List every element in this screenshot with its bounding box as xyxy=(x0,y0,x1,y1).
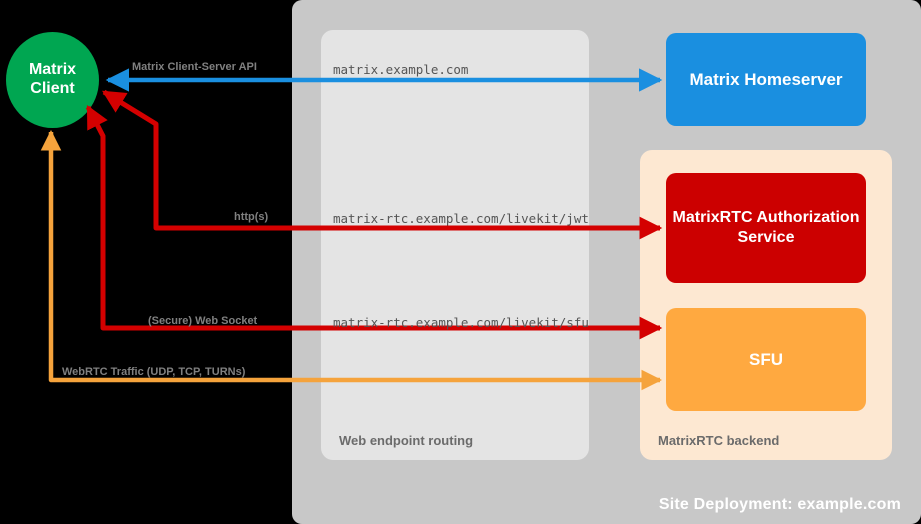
endpoint-label-livekit-jwt: matrix-rtc.example.com/livekit/jwt xyxy=(333,211,589,226)
edge-label-client-server-api: Matrix Client-Server API xyxy=(132,61,257,73)
node-sfu[interactable]: SFU xyxy=(666,308,866,411)
edge-label-webrtc-traffic: WebRTC Traffic (UDP, TCP, TURNs) xyxy=(62,366,246,378)
node-matrixrtc-authorization-service[interactable]: MatrixRTC Authorization Service xyxy=(666,173,866,283)
matrixrtc-backend-label: MatrixRTC backend xyxy=(658,433,780,448)
matrix-client-line2: Client xyxy=(30,80,75,97)
node-matrix-homeserver[interactable]: Matrix Homeserver xyxy=(666,33,866,126)
matrix-client-line1: Matrix xyxy=(28,61,77,79)
edge-label-secure-web-socket: (Secure) Web Socket xyxy=(148,315,258,327)
endpoint-label-livekit-sfu: matrix-rtc.example.com/livekit/sfu xyxy=(333,315,589,330)
node-matrix-client[interactable]: Matrix Client xyxy=(6,32,99,128)
endpoint-label-matrix: matrix.example.com xyxy=(333,62,469,77)
web-endpoint-routing-label: Web endpoint routing xyxy=(339,433,474,448)
web-endpoint-routing-panel: Web endpoint routing xyxy=(321,30,589,460)
site-deployment-title: Site Deployment: example.com xyxy=(658,496,901,513)
edge-label-https: http(s) xyxy=(234,211,269,223)
